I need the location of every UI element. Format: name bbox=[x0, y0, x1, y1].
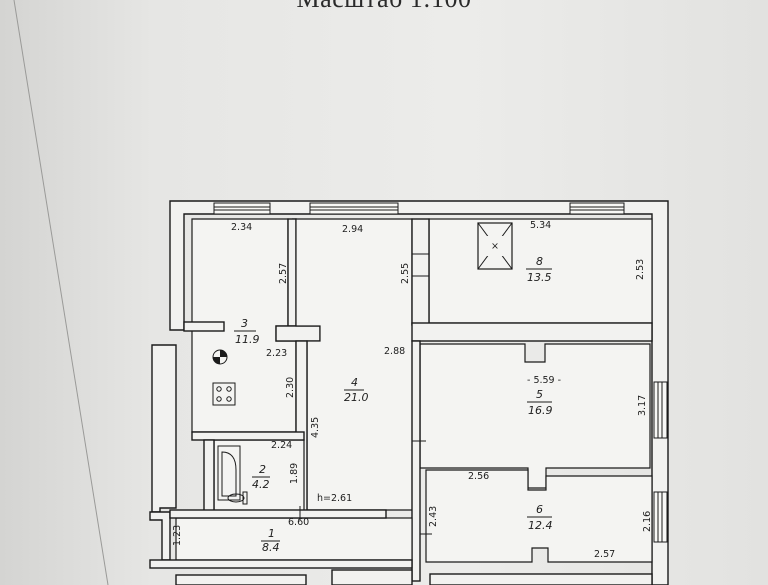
gas-meter-icon bbox=[212, 349, 228, 365]
dim-4-height: 2.55 bbox=[400, 263, 411, 284]
room-6 bbox=[425, 469, 653, 563]
room-4 bbox=[295, 218, 419, 511]
dim-6-height: 2.43 bbox=[428, 506, 439, 527]
toilet-icon bbox=[227, 491, 248, 505]
dim-4-depth: 2.88 bbox=[384, 346, 405, 357]
wall-3-4-pier bbox=[275, 325, 321, 342]
wall-4-5 bbox=[411, 340, 421, 582]
margin-line bbox=[13, 0, 109, 585]
wall-1-bottom bbox=[149, 559, 413, 569]
room-6-number: 6 bbox=[536, 503, 543, 516]
dim-3-depth: 2.23 bbox=[266, 348, 287, 359]
window-room-3 bbox=[213, 202, 271, 215]
room-8-area: 13.5 bbox=[527, 271, 552, 284]
room-3-number: 3 bbox=[241, 317, 248, 330]
dim-4-side: 4.35 bbox=[310, 417, 321, 438]
dim-8-width: 5.34 bbox=[530, 220, 551, 231]
dim-6-bottom: 2.57 bbox=[594, 549, 615, 560]
outer-wall bbox=[169, 200, 669, 585]
outer-wall-bottom-left bbox=[149, 511, 171, 561]
wall-1-top bbox=[169, 509, 387, 519]
room-1-area: 8.4 bbox=[262, 541, 280, 554]
dim-ceiling-height: h=2.61 bbox=[317, 493, 352, 504]
room-2-bathroom bbox=[213, 439, 305, 512]
outer-wall-left bbox=[151, 344, 177, 513]
wall-2-left bbox=[203, 439, 215, 513]
stove-icon bbox=[212, 382, 236, 406]
room-5-number: 5 bbox=[536, 388, 543, 401]
wall-bottom-b bbox=[331, 569, 413, 585]
dim-4-width: 2.94 bbox=[342, 224, 363, 235]
window-room-6 bbox=[653, 491, 668, 543]
wall-8-5 bbox=[411, 322, 653, 342]
room-1-number: 1 bbox=[268, 527, 275, 540]
room-8-number: 8 bbox=[536, 255, 543, 268]
window-room-5 bbox=[653, 381, 668, 439]
wall-3-4 bbox=[287, 218, 297, 327]
window-room-8 bbox=[569, 202, 625, 215]
dim-5-height: 3.17 bbox=[637, 395, 648, 416]
window-room-4 bbox=[309, 202, 399, 215]
dim-6-side: 2.16 bbox=[642, 511, 653, 532]
wall-3-2 bbox=[191, 431, 305, 441]
room-2-number: 2 bbox=[259, 463, 266, 476]
dim-1-height: 1.23 bbox=[172, 525, 183, 546]
dim-3-wall: 2.30 bbox=[285, 377, 296, 398]
bathtub-icon bbox=[217, 445, 241, 501]
room-6-area: 12.4 bbox=[528, 519, 553, 532]
dim-8-height: 2.53 bbox=[635, 259, 646, 280]
room-3-area: 11.9 bbox=[235, 333, 260, 346]
dim-2-width: 2.24 bbox=[271, 440, 292, 451]
room-4-number: 4 bbox=[351, 376, 358, 389]
wall-bottom-a bbox=[175, 574, 307, 585]
room-4-area: 21.0 bbox=[344, 391, 369, 404]
svg-text:×: × bbox=[491, 241, 499, 252]
boiler-icon: × bbox=[477, 222, 513, 270]
room-5-area: 16.9 bbox=[528, 404, 553, 417]
room-8 bbox=[428, 218, 653, 324]
wall-4-8 bbox=[411, 218, 430, 326]
dim-1-width: 6.60 bbox=[288, 517, 309, 528]
room-5 bbox=[419, 343, 651, 489]
dim-3-height: 2.57 bbox=[278, 263, 289, 284]
room-2-area: 4.2 bbox=[252, 478, 270, 491]
scale-title: Масштаб 1:100 bbox=[0, 0, 768, 14]
room-1-corridor bbox=[175, 517, 413, 561]
dim-3-width: 2.34 bbox=[231, 222, 252, 233]
dim-6-width: 2.56 bbox=[468, 471, 489, 482]
dim-2-height: 1.89 bbox=[289, 463, 300, 484]
wall-bottom-c bbox=[429, 573, 653, 585]
wall-3-stub bbox=[183, 321, 225, 332]
dim-5-width: - 5.59 - bbox=[527, 375, 561, 386]
